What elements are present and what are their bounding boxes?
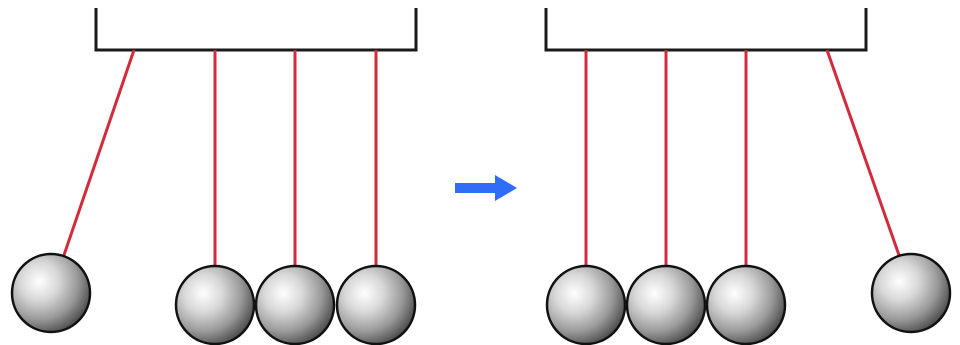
frame-before bbox=[10, 8, 418, 345]
transition-arrow bbox=[455, 175, 517, 201]
frame-after bbox=[544, 8, 952, 345]
ball-raised-right bbox=[870, 252, 952, 334]
ball-raised-left bbox=[10, 252, 92, 334]
support-frame-left bbox=[94, 8, 418, 52]
string-raised-right bbox=[825, 49, 902, 259]
arrow-right-icon bbox=[455, 175, 517, 201]
string-raised-left bbox=[61, 49, 136, 259]
ball-rest-c bbox=[705, 264, 787, 345]
ball-rest-1 bbox=[174, 264, 256, 345]
ball-rest-2 bbox=[254, 264, 336, 345]
support-frame-right bbox=[544, 8, 868, 52]
ball-rest-3 bbox=[335, 264, 417, 345]
ball-rest-a bbox=[545, 264, 627, 345]
ball-rest-b bbox=[625, 264, 707, 345]
